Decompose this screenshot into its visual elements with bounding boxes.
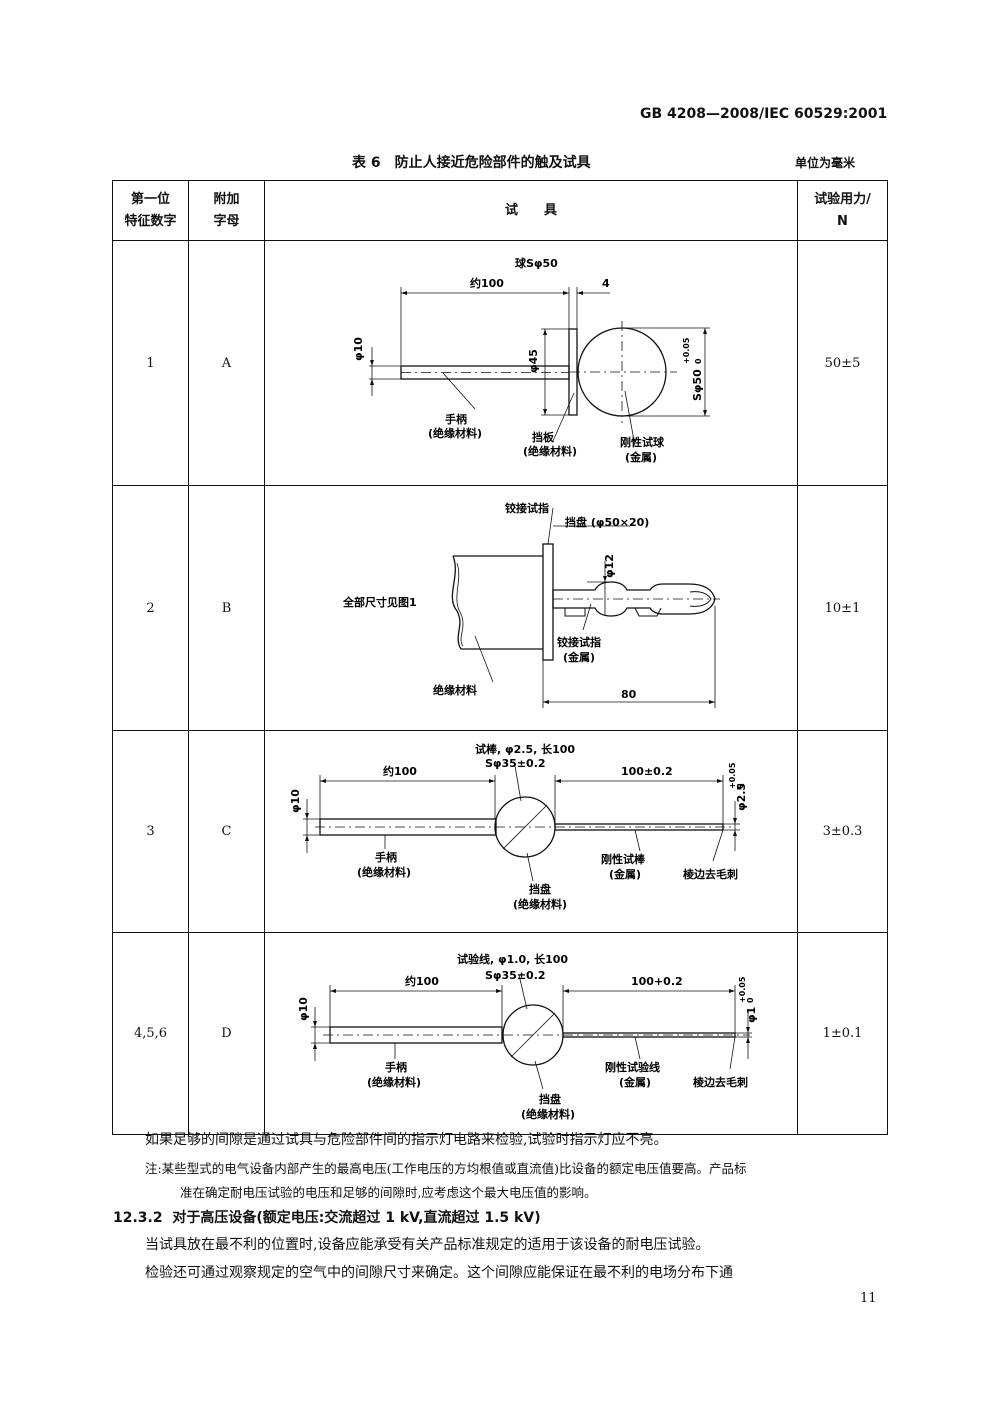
table-header-row: 第一位特征数字 附加字母 试 具 试验用力/N <box>112 180 888 241</box>
label-handle: 手柄 <box>375 850 397 864</box>
label-tol: +0.05 <box>682 337 691 364</box>
header-first-digit: 第一位特征数字 <box>112 180 189 241</box>
label-deburr: 棱边去毛刺 <box>683 867 738 881</box>
label-tol: +0.05 <box>728 762 737 789</box>
label-disc: Sφ35±0.2 <box>485 969 546 982</box>
label-barrier: 挡板 <box>532 430 555 444</box>
label-approx: 约100 <box>383 764 417 778</box>
label-d12: φ12 <box>603 554 616 578</box>
label-approx: 约100 <box>405 974 439 988</box>
label-rigid-mat: (金属) <box>619 1075 651 1089</box>
paragraph-withstand: 当试具放在最不利的位置时,设备应能承受有关产品标准规定的适用于该设备的耐电压试验… <box>145 1237 710 1253</box>
standard-code: GB 4208—2008/IEC 60529:2001 <box>640 106 888 122</box>
label-four: 4 <box>602 277 610 290</box>
header-force: 试验用力/N <box>797 180 888 241</box>
cell-tool: 试棒, φ2.5, 长100 约100 Sφ35±0.2 100±0.2 φ10… <box>264 730 798 933</box>
label-length-80: 80 <box>621 688 637 701</box>
section-heading: 12.3.2 对于高压设备(额定电压:交流超过 1 kV,直流超过 1.5 kV… <box>113 1207 541 1227</box>
note-line-1: 注:某些型式的电气设备内部产生的最高电压(工作电压的方均根值或直流值)比设备的额… <box>145 1161 747 1176</box>
table-row: 1 A <box>112 240 888 486</box>
label-rigid-ball-mat: (金属) <box>625 450 657 464</box>
label-rod-title: 试棒, φ2.5, 长100 <box>475 742 575 756</box>
label-approx: 约100 <box>470 276 504 290</box>
label-stop-mat: (绝缘材料) <box>513 897 567 911</box>
label-full-dims: 全部尺寸见图1 <box>342 595 417 609</box>
note-line-2: 准在确定耐电压试验的电压和足够的间隙时,应考虑这个最大电压值的影响。 <box>180 1185 597 1200</box>
label-stop-disc: 挡盘 (φ50×20) <box>565 515 649 529</box>
label-rigid: 刚性试棒 <box>601 852 646 866</box>
label-disc: Sφ35±0.2 <box>485 757 546 770</box>
label-rigid: 刚性试验线 <box>605 1060 660 1074</box>
cell-force: 10±1 <box>797 485 888 731</box>
label-handle: 手柄 <box>385 1060 407 1074</box>
cell-letter: B <box>188 485 265 731</box>
label-d10: φ10 <box>289 789 302 813</box>
cell-force: 1±0.1 <box>797 932 888 1135</box>
label-rigid-ball: 刚性试球 <box>620 435 665 449</box>
label-tol: +0.05 <box>738 976 747 1003</box>
label-d-end: φ2.5 <box>735 783 748 811</box>
label-stop: 挡盘 <box>539 1092 561 1106</box>
label-d-end: φ1 <box>745 1007 758 1023</box>
label-handle-mat: (绝缘材料) <box>357 865 411 879</box>
probe-b-diagram: 铰接试指 挡盘 (φ50×20) φ12 全部尺寸见图1 铰接试指 (金属) 绝… <box>342 501 720 708</box>
cell-force: 50±5 <box>797 240 888 486</box>
cell-digit: 1 <box>112 240 189 486</box>
label-finger: 铰接试指 <box>557 635 601 649</box>
cell-tool: 铰接试指 挡盘 (φ50×20) φ12 全部尺寸见图1 铰接试指 (金属) 绝… <box>264 485 798 731</box>
label-ball: 球Sφ50 <box>515 256 558 270</box>
label-handle-mat: (绝缘材料) <box>428 426 482 440</box>
label-length: 100±0.2 <box>621 765 673 778</box>
label-barrier-mat: (绝缘材料) <box>523 444 577 458</box>
table-row: 4,5,6 D <box>112 932 888 1135</box>
label-wire-title: 试验线, φ1.0, 长100 <box>457 952 568 966</box>
label-tol2: 0 <box>736 783 745 789</box>
label-stop-mat: (绝缘材料) <box>521 1107 575 1121</box>
page-number: 11 <box>860 1291 877 1306</box>
label-rigid-mat: (金属) <box>609 867 641 881</box>
label-d10: φ10 <box>352 337 365 361</box>
cell-digit: 4,5,6 <box>112 932 189 1135</box>
cell-digit: 2 <box>112 485 189 731</box>
paragraph-indicator-lamp: 如果足够的间隙是通过试具与危险部件间的指示灯电路来检验,试验时指示灯应不亮。 <box>145 1132 668 1148</box>
label-deburr: 棱边去毛刺 <box>693 1075 748 1089</box>
label-stop: 挡盘 <box>529 882 551 896</box>
label-tol2: 0 <box>694 358 703 364</box>
label-jointed: 铰接试指 <box>505 501 549 515</box>
cell-letter: D <box>188 932 265 1135</box>
table-row: 2 B <box>112 485 888 731</box>
paragraph-clearance: 检验还可通过观察规定的空气中的间隙尺寸来确定。这个间隙应能保证在最不利的电场分布… <box>145 1265 733 1281</box>
label-handle-mat: (绝缘材料) <box>367 1075 421 1089</box>
table-row: 3 C <box>112 730 888 933</box>
table-unit: 单位为毫米 <box>795 156 856 170</box>
header-letter: 附加字母 <box>188 180 265 241</box>
label-insulating: 绝缘材料 <box>433 683 477 697</box>
cell-tool: 试验线, φ1.0, 长100 约100 Sφ35±0.2 100+0.2 φ1… <box>264 932 798 1135</box>
table-caption: 表 6 防止人接近危险部件的触及试具 <box>352 155 591 171</box>
probe-c-diagram: 试棒, φ2.5, 长100 约100 Sφ35±0.2 100±0.2 φ10… <box>289 742 748 911</box>
cell-tool: 球Sφ50 约100 4 φ10 φ45 Sφ50 +0.05 0 手柄 (绝缘… <box>264 240 798 486</box>
cell-letter: A <box>188 240 265 486</box>
cell-force: 3±0.3 <box>797 730 888 933</box>
label-sphere: Sφ50 <box>691 369 704 401</box>
label-handle: 手柄 <box>445 412 467 426</box>
test-probe-table: 第一位特征数字 附加字母 试 具 试验用力/N 1 A <box>112 180 888 1135</box>
label-length: 100+0.2 <box>631 975 683 988</box>
label-tol2: 0 <box>746 997 755 1003</box>
section-number: 12.3.2 <box>113 1210 163 1226</box>
label-d45: φ45 <box>527 349 540 373</box>
label-finger-mat: (金属) <box>563 650 595 664</box>
label-d10: φ10 <box>297 997 310 1021</box>
cell-digit: 3 <box>112 730 189 933</box>
cell-letter: C <box>188 730 265 933</box>
header-tool: 试 具 <box>264 180 798 241</box>
section-title: 对于高压设备(额定电压:交流超过 1 kV,直流超过 1.5 kV) <box>172 1210 541 1226</box>
probe-a-diagram: 球Sφ50 约100 4 φ10 φ45 Sφ50 +0.05 0 手柄 (绝缘… <box>352 256 710 464</box>
probe-d-diagram: 试验线, φ1.0, 长100 约100 Sφ35±0.2 100+0.2 φ1… <box>297 952 758 1121</box>
